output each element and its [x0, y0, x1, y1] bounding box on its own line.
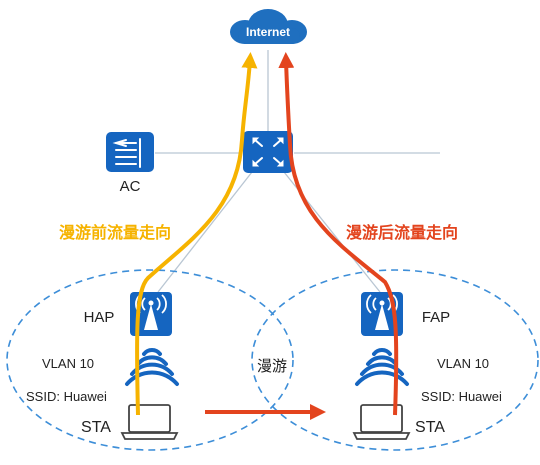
- internet-label: Internet: [246, 25, 290, 39]
- laptop-icon-left: [120, 404, 179, 440]
- fap-ssid-label: SSID: Huawei: [421, 389, 502, 404]
- internet-cloud-icon: [230, 9, 307, 44]
- ac-label: AC: [120, 178, 141, 195]
- wifi-signal-icon-right: [355, 348, 409, 386]
- fap-coverage-cell: [251, 269, 539, 451]
- ac-controller-icon: [106, 132, 154, 172]
- roam-label: 漫游: [257, 357, 287, 375]
- traffic-path-before-roaming: [135, 52, 258, 416]
- hap-label: HAP: [84, 309, 115, 326]
- network-links: [155, 50, 440, 293]
- link-switch-hap: [157, 171, 253, 293]
- wifi-signal-icon-left: [125, 348, 179, 386]
- hap-vlan-label: VLAN 10: [42, 356, 94, 371]
- hap-ssid-label: SSID: Huawei: [26, 389, 107, 404]
- fap-vlan-label: VLAN 10: [437, 356, 489, 371]
- fap-label: FAP: [422, 309, 450, 326]
- flow-after-label: 漫游后流量走向: [346, 223, 458, 242]
- sta-right-label: STA: [415, 419, 445, 436]
- hap-coverage-cell: [6, 269, 294, 451]
- traffic-path-after-roaming: [278, 52, 399, 416]
- flow-before-label: 漫游前流量走向: [59, 223, 171, 242]
- core-switch-icon: [243, 131, 293, 173]
- sta-left-label: STA: [81, 419, 111, 436]
- laptop-icon-right: [352, 404, 411, 440]
